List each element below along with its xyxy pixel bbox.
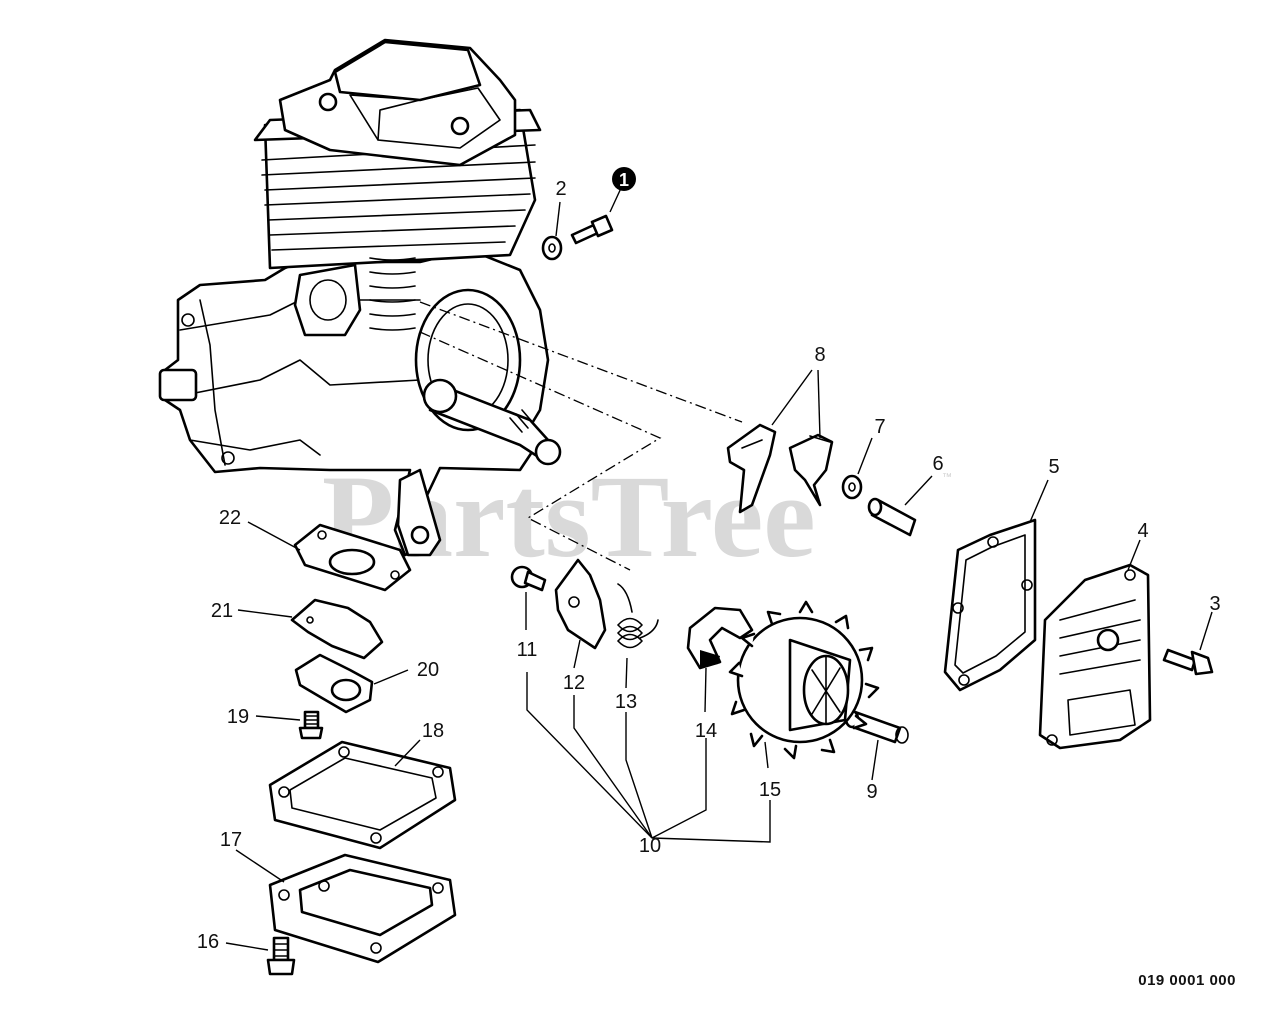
callout-4: 4 xyxy=(1137,520,1148,542)
callout-5: 5 xyxy=(1048,456,1059,478)
callout-6: 6 xyxy=(932,453,943,475)
part-2-washer xyxy=(541,235,563,261)
callout-12: 12 xyxy=(563,672,585,694)
callout-17: 17 xyxy=(220,829,242,851)
callout-1-badge xyxy=(612,167,636,191)
part-11-bolt xyxy=(510,565,547,592)
part-12-plate xyxy=(554,558,607,650)
callout-10: 10 xyxy=(639,835,661,857)
callout-3: 3 xyxy=(1209,593,1220,615)
callout-15: 15 xyxy=(759,779,781,801)
callout-18: 18 xyxy=(422,720,444,742)
diagram-reference-number: 019 0001 000 xyxy=(1138,972,1236,989)
callout-13: 13 xyxy=(615,691,637,713)
callout-7: 7 xyxy=(874,416,885,438)
callout-labels: 1 2 3 4 5 6 7 8 9 10 11 12 13 14 15 16 1… xyxy=(197,167,1221,953)
callout-2: 2 xyxy=(555,178,566,200)
callout-21: 21 xyxy=(211,600,233,622)
callout-19: 19 xyxy=(227,706,249,728)
part-10-bracket xyxy=(526,672,771,843)
callout-16: 16 xyxy=(197,931,219,953)
callout-22: 22 xyxy=(219,507,241,529)
part-16-bolt xyxy=(266,936,296,976)
part-18-gasket xyxy=(268,740,457,850)
part-8-clutch-shoes xyxy=(726,423,834,514)
part-3-bolt xyxy=(1162,648,1214,676)
part-21-reed xyxy=(290,598,384,660)
part-7-washer xyxy=(841,474,863,500)
part-13-spring xyxy=(617,583,659,649)
part-4-cover xyxy=(1038,563,1152,750)
part-19-screw xyxy=(298,710,324,740)
callout-1: 1 xyxy=(619,170,629,190)
callout-8: 8 xyxy=(814,344,825,366)
engine-assembly xyxy=(158,38,562,557)
part-20-stop xyxy=(294,653,374,714)
callout-14: 14 xyxy=(695,720,717,742)
callout-11: 11 xyxy=(517,639,538,661)
part-22-gasket xyxy=(293,523,412,592)
part-14-shoe xyxy=(686,606,754,670)
callout-20: 20 xyxy=(417,659,439,681)
part-15-gear xyxy=(728,600,880,760)
callout-9: 9 xyxy=(866,781,877,803)
watermark-trademark: ™ xyxy=(942,472,952,483)
part-17-insulator xyxy=(268,853,457,964)
part-5-gasket xyxy=(943,518,1037,692)
part-6-pin xyxy=(867,497,917,537)
part-1-bolt xyxy=(570,214,614,245)
